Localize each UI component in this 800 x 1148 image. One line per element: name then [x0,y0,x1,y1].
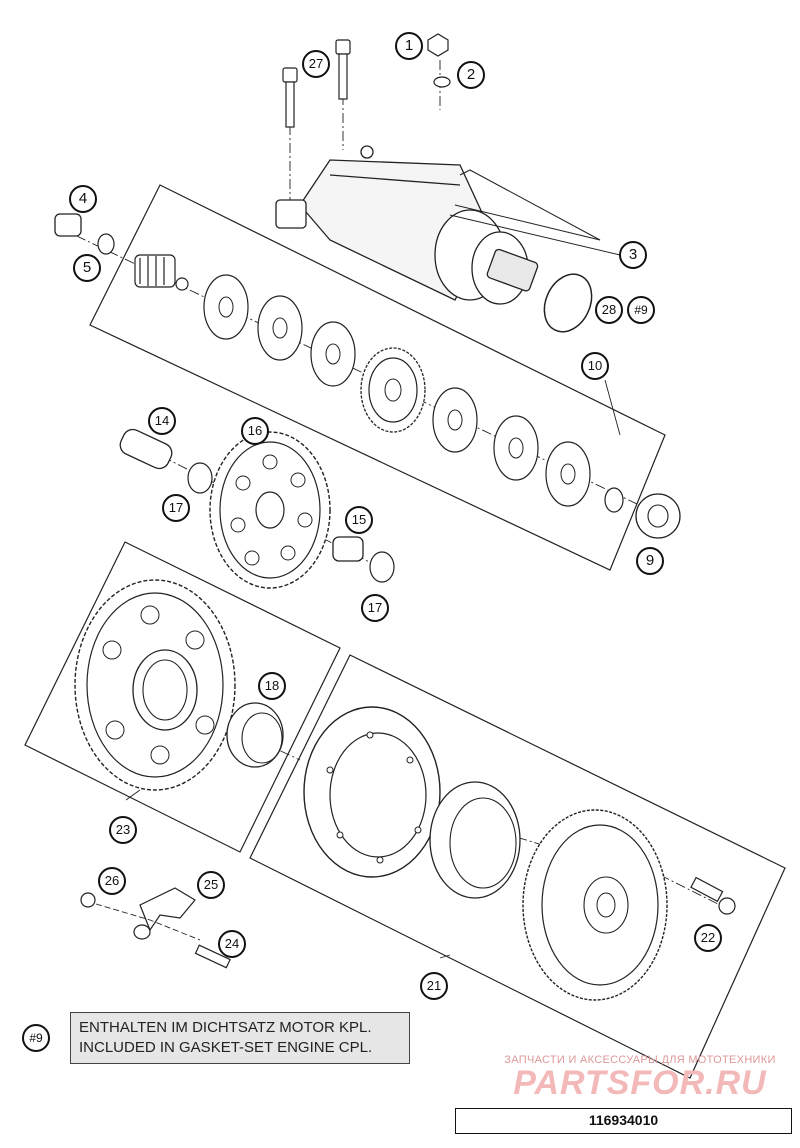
callout-9: 9 [636,547,664,575]
starter-idler-gear [360,347,426,433]
callout-27: 27 [302,50,330,78]
callout-17: 17 [162,494,190,522]
sensor-bracket [80,887,231,969]
callout-16: 16 [241,417,269,445]
rotor-bolt [690,876,736,915]
gasket-legend-box: ENTHALTEN IM DICHTSATZ MOTOR KPL. INCLUD… [70,1012,410,1064]
callout-1: 1 [395,32,423,60]
callout-17: 17 [361,594,389,622]
callout-22: 22 [694,924,722,952]
legend-line-german: ENTHALTEN IM DICHTSATZ MOTOR KPL. [79,1019,372,1036]
watermark-logo: PARTSFOR.RU [513,1064,767,1102]
callout-18: 18 [258,672,286,700]
callout-14: 14 [148,407,176,435]
callout-5: 5 [73,254,101,282]
callout-2: 2 [457,61,485,89]
starter-o-ring [543,273,593,333]
legend-line-english: INCLUDED IN GASKET-SET ENGINE CPL. [79,1039,373,1056]
callout-21: 21 [420,972,448,1000]
legend-ref-callout: #9 [22,1024,50,1052]
callout-15: 15 [345,506,373,534]
callout-28: 28 [595,296,623,324]
pinion-gear [134,254,189,291]
nut [427,33,449,57]
freewheel-gear-23 [74,579,236,791]
freewheel-ring [429,781,521,899]
idler-gear-group-frame [24,541,341,853]
callout-gasket-ref: #9 [627,296,655,324]
starter-bolts [282,39,351,128]
callout-24: 24 [218,930,246,958]
washer-small [433,76,451,88]
watermark-tagline: ЗАПЧАСТИ И АКСЕССУАРЫ ДЛЯ МОТОТЕХНИКИ [504,1054,776,1066]
idler-bushing [332,536,364,562]
callout-4: 4 [69,185,97,213]
starter-gear-group-frame [89,184,666,571]
callout-10: 10 [581,352,609,380]
rotor [522,809,668,1001]
callout-25: 25 [197,871,225,899]
callout-26: 26 [98,867,126,895]
ball-bearing [635,493,681,539]
callout-3: 3 [619,241,647,269]
circlip [604,487,624,513]
part-number-box: 116934010 [455,1108,792,1134]
bushing [54,213,82,237]
callout-23: 23 [109,816,137,844]
needle-bearing-18 [226,702,284,768]
flywheel-group-frame [249,654,786,1079]
freewheel-housing [303,706,441,878]
idler-pin [119,428,173,470]
starter-motor [275,145,539,305]
idler-gear-16 [209,431,331,589]
